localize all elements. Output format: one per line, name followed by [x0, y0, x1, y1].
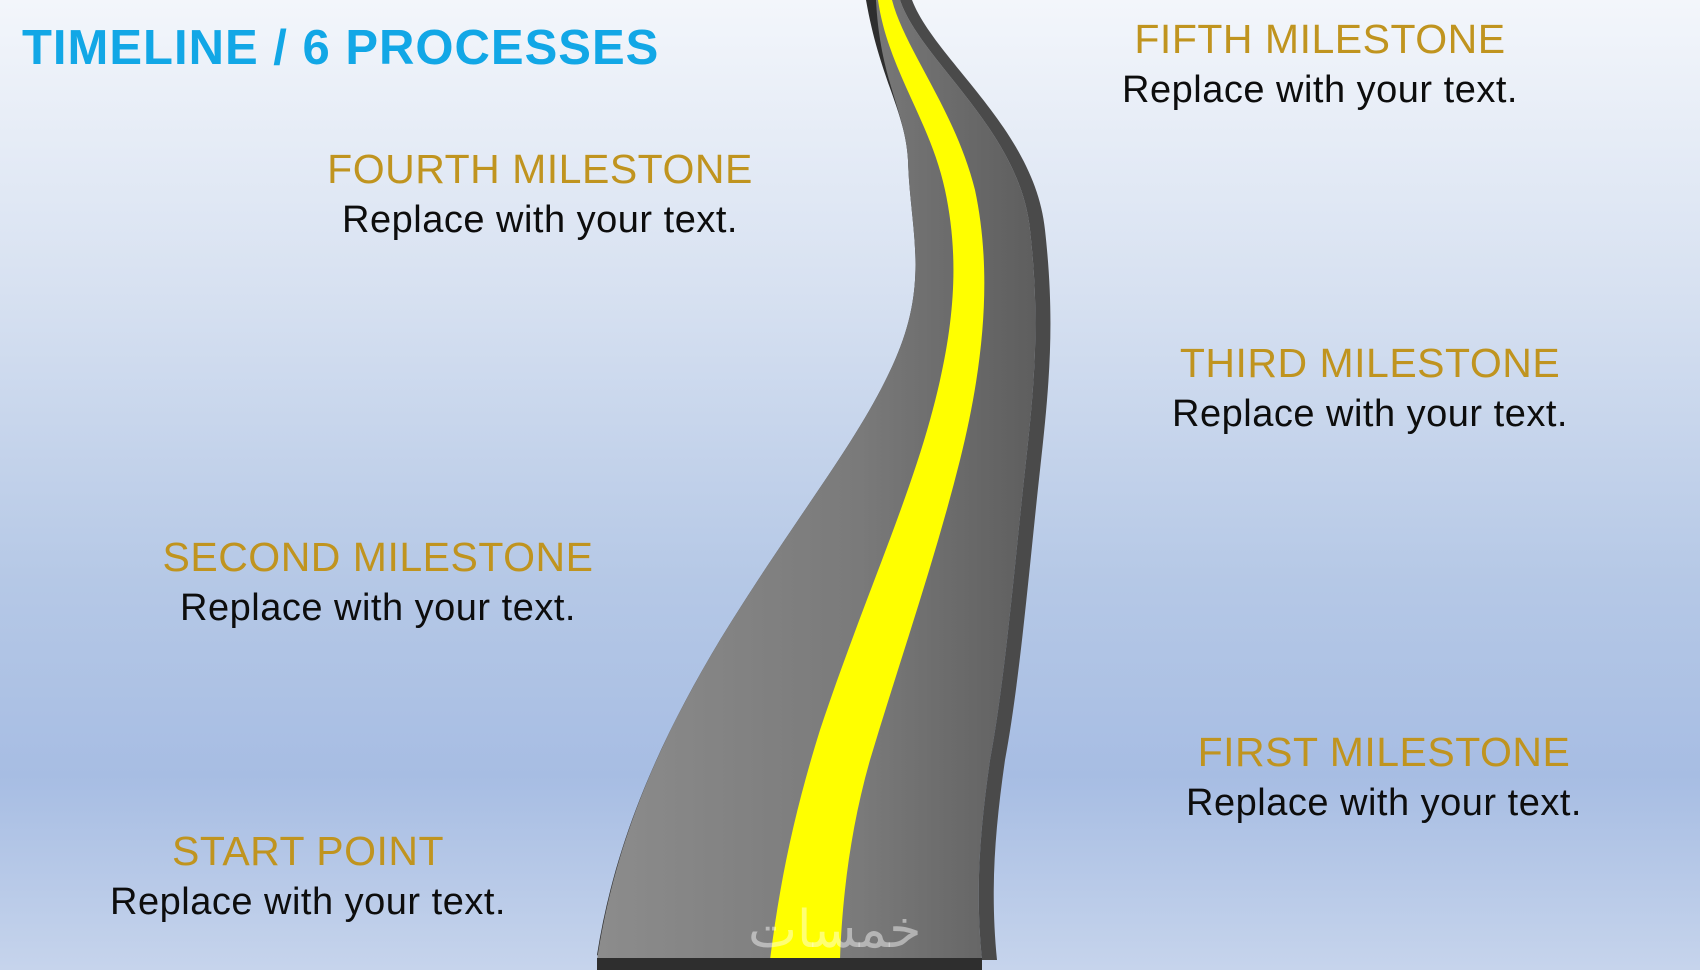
- milestone-fourth: FOURTH MILESTONE Replace with your text.: [280, 144, 800, 246]
- road-base: [597, 958, 982, 970]
- milestone-heading: FIFTH MILESTONE: [1134, 16, 1506, 62]
- milestone-third: THIRD MILESTONE Replace with your text.: [1110, 338, 1630, 440]
- milestone-text: Replace with your text.: [1122, 69, 1518, 111]
- watermark: خمسات: [748, 900, 922, 960]
- milestone-heading: START POINT: [171, 828, 445, 874]
- milestone-text: Replace with your text.: [342, 199, 738, 241]
- milestone-text: Replace with your text.: [110, 881, 506, 923]
- page-title: TIMELINE / 6 PROCESSES: [22, 21, 660, 75]
- milestone-fifth: FIFTH MILESTONE Replace with your text.: [1060, 14, 1580, 116]
- road-center-line: [770, 0, 985, 960]
- road-body: [597, 0, 1036, 960]
- milestone-start: START POINT Replace with your text.: [48, 826, 568, 928]
- milestone-text: Replace with your text.: [1186, 782, 1582, 824]
- milestone-text: Replace with your text.: [180, 587, 576, 629]
- milestone-heading: FOURTH MILESTONE: [327, 146, 753, 192]
- milestone-heading: SECOND MILESTONE: [162, 534, 594, 580]
- milestone-heading: FIRST MILESTONE: [1197, 729, 1571, 775]
- milestone-text: Replace with your text.: [1172, 393, 1568, 435]
- milestone-second: SECOND MILESTONE Replace with your text.: [118, 532, 638, 634]
- milestone-first: FIRST MILESTONE Replace with your text.: [1124, 727, 1644, 829]
- milestone-heading: THIRD MILESTONE: [1179, 340, 1561, 386]
